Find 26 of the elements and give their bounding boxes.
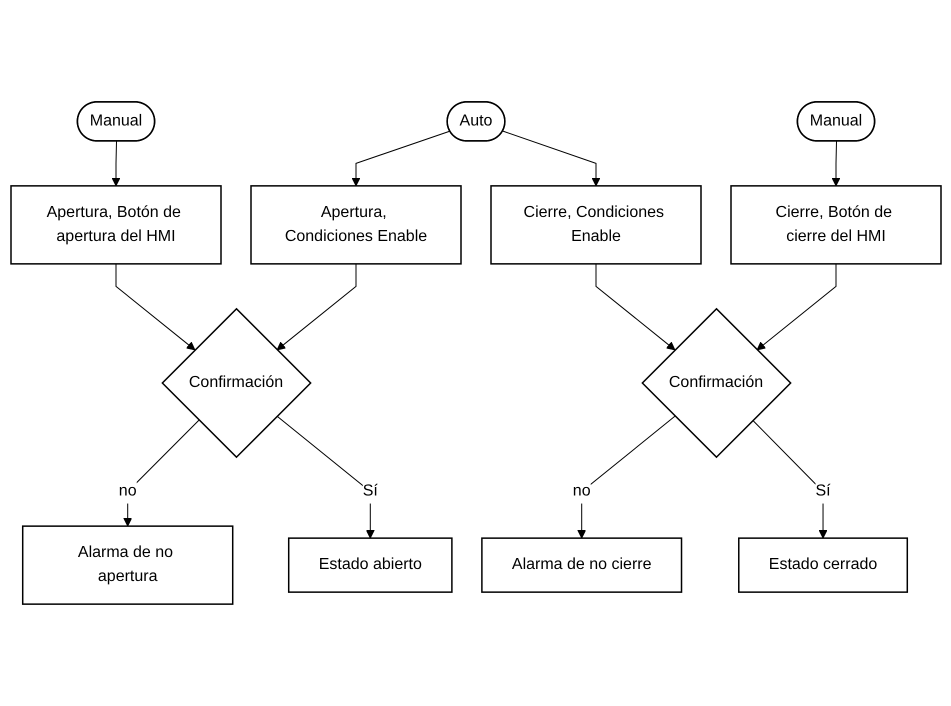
edge-label: Sí xyxy=(362,482,378,500)
arrow xyxy=(576,416,676,539)
node-diamond: Confirmación xyxy=(640,308,792,458)
node-diamond: Confirmación xyxy=(160,308,312,458)
arrow xyxy=(276,416,374,539)
edge-label: Sí xyxy=(814,482,830,500)
arrow xyxy=(122,420,199,527)
arrow xyxy=(595,263,675,350)
arrow xyxy=(831,140,840,186)
node-box: Estado abierto xyxy=(287,537,452,593)
arrow xyxy=(351,130,450,186)
arrow xyxy=(115,263,195,350)
node-box: Cierre, Condiciones Enable xyxy=(490,185,702,265)
node-box: Apertura, Botón de apertura del HMI xyxy=(10,185,222,265)
node-box: Apertura, Condiciones Enable xyxy=(250,185,462,265)
node-box: Alarma de no cierre xyxy=(480,537,682,593)
edge-label: no xyxy=(572,482,590,500)
arrow xyxy=(502,130,600,186)
node-box: Cierre, Botón de cierre del HMI xyxy=(730,185,942,265)
arrow xyxy=(752,420,827,539)
node-box: Estado cerrado xyxy=(738,537,908,593)
arrow xyxy=(111,140,120,186)
node-box: Alarma de no apertura xyxy=(21,525,233,605)
arrow xyxy=(276,263,356,350)
edge-label: no xyxy=(118,482,136,500)
arrow xyxy=(756,263,836,350)
